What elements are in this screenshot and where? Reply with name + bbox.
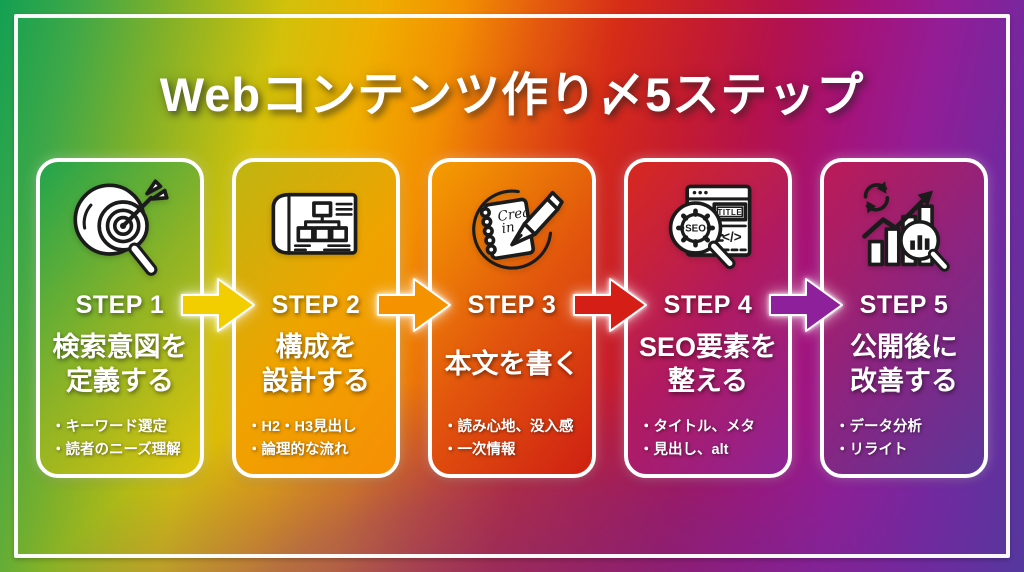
- flow-arrow-3: [572, 275, 648, 335]
- step-card-4: TITLE </> SEO STEP 4: [624, 158, 792, 478]
- bullet-item: ・読者のニーズ理解: [51, 441, 181, 458]
- step-card-2: STEP 2 構成を 設計する ・H2・H3見出し ・論理的な流れ: [232, 158, 400, 478]
- step-card-3: Crea in STEP 3 本文を書く ・読み心地、没入感 ・一次情報: [428, 158, 596, 478]
- step-label: STEP 3: [467, 291, 557, 319]
- step-heading: 公開後に 改善する: [850, 332, 958, 396]
- blueprint-structure-icon: [264, 172, 368, 284]
- step-label: STEP 5: [859, 291, 949, 319]
- bullet-item: ・リライト: [835, 441, 908, 458]
- step-card-1: STEP 1 検索意図を 定義する ・キーワード選定 ・読者のニーズ理解: [36, 158, 204, 478]
- step-bullets: ・キーワード選定 ・読者のニーズ理解: [51, 416, 197, 461]
- step-card-5: STEP 5 公開後に 改善する ・データ分析 ・リライト: [820, 158, 988, 478]
- step-bullets: ・タイトル、メタ ・見出し、alt: [639, 416, 785, 461]
- flow-arrow-4: [768, 275, 844, 335]
- analytics-growth-icon: [852, 172, 956, 284]
- bullet-item: ・一次情報: [443, 441, 516, 458]
- flow-arrow-2: [376, 275, 452, 335]
- step-label: STEP 1: [75, 291, 165, 319]
- steps-row: STEP 1 検索意図を 定義する ・キーワード選定 ・読者のニーズ理解: [36, 158, 988, 478]
- step-bullets: ・H2・H3見出し ・論理的な流れ: [247, 416, 393, 461]
- flow-arrow-1: [180, 275, 256, 335]
- icon-script-text: Crea: [496, 204, 531, 225]
- bullet-item: ・キーワード選定: [51, 419, 167, 435]
- target-search-icon: [68, 172, 172, 284]
- step-heading: SEO要素を 整える: [638, 332, 778, 396]
- bullet-item: ・データ分析: [835, 419, 922, 435]
- icon-script-text: in: [500, 219, 515, 237]
- seo-magnifier-icon: TITLE </> SEO: [656, 172, 760, 284]
- step-heading: 検索意図を 定義する: [52, 332, 188, 396]
- bullet-item: ・H2・H3見出し: [247, 419, 357, 435]
- step-bullets: ・読み心地、没入感 ・一次情報: [443, 416, 589, 461]
- page-title: Webコンテンツ作り〆5ステップ: [159, 68, 865, 121]
- bullet-item: ・論理的な流れ: [247, 441, 349, 458]
- bullet-item: ・タイトル、メタ: [639, 419, 755, 435]
- step-heading: 構成を 設計する: [262, 332, 370, 396]
- step-heading: 本文を書く: [444, 349, 580, 379]
- bullet-item: ・見出し、alt: [639, 441, 729, 458]
- icon-code-text: </>: [722, 230, 742, 245]
- step-bullets: ・データ分析 ・リライト: [835, 416, 981, 461]
- step-label: STEP 2: [271, 291, 361, 319]
- icon-title-text: TITLE: [717, 208, 742, 217]
- step-label: STEP 4: [663, 291, 753, 319]
- bullet-item: ・読み心地、没入感: [443, 419, 574, 435]
- icon-seo-text: SEO: [685, 224, 706, 235]
- writing-notebook-icon: Crea in: [460, 172, 564, 284]
